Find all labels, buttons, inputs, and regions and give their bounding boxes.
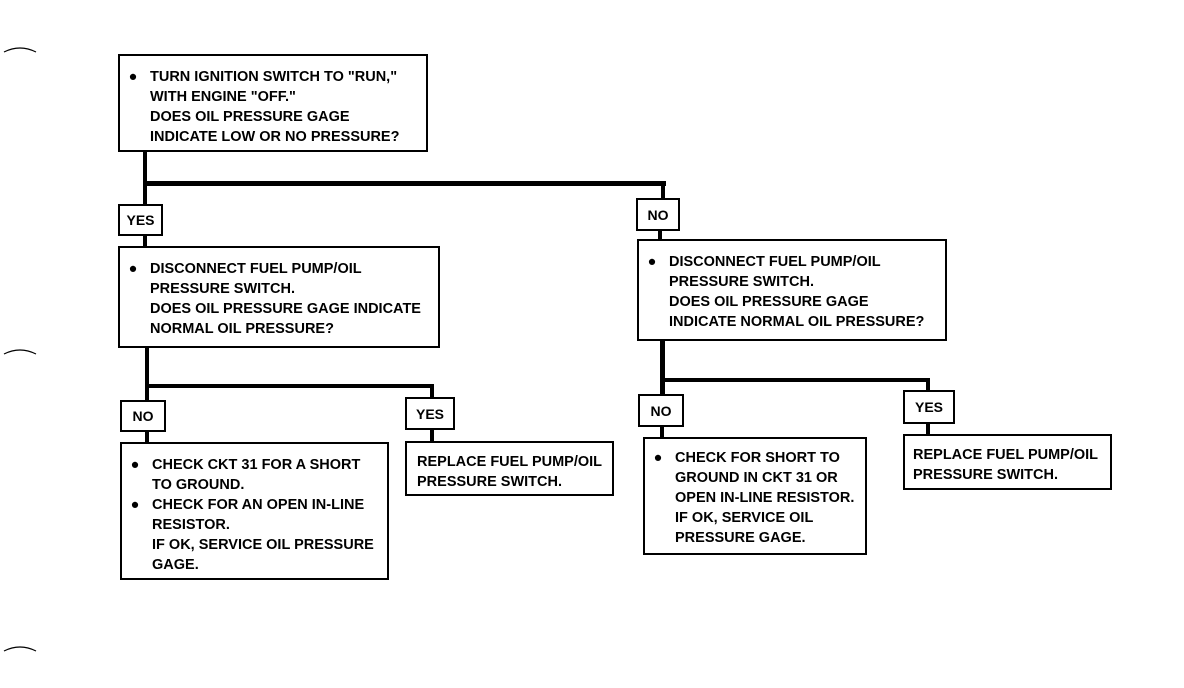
connector-line <box>660 378 930 382</box>
box-line: GROUND IN CKT 31 OR <box>645 468 865 488</box>
box-line: PRESSURE SWITCH. <box>407 472 612 492</box>
box-line: ● TURN IGNITION SWITCH TO "RUN," <box>120 67 426 87</box>
box-text: IF OK, SERVICE OIL PRESSURE <box>152 537 374 553</box>
connector-line <box>658 229 662 241</box>
box-line: DOES OIL PRESSURE GAGE INDICATE <box>120 299 438 319</box>
box-text: GAGE. <box>152 557 199 573</box>
connector-line <box>430 428 434 442</box>
box-text: PRESSURE GAGE. <box>675 530 806 546</box>
box-text: DISCONNECT FUEL PUMP/OIL <box>669 254 881 270</box>
bullet: ● <box>653 450 663 466</box>
right-question-box: ● DISCONNECT FUEL PUMP/OIL PRESSURE SWITC… <box>637 239 947 341</box>
right-no-action-box: ●CHECK FOR SHORT TO GROUND IN CKT 31 OR … <box>643 437 867 555</box>
box-text: DOES OIL PRESSURE GAGE <box>669 294 869 310</box>
box-line: ● DISCONNECT FUEL PUMP/OIL <box>120 259 438 279</box>
margin-mark <box>3 47 37 53</box>
box-line: IF OK, SERVICE OIL <box>645 508 865 528</box>
box-line: ● CHECK FOR AN OPEN IN-LINE <box>122 495 387 515</box>
yes-label-left: YES <box>405 397 455 430</box>
no-label-right: NO <box>638 394 684 427</box>
bullet: ● <box>130 457 140 473</box>
connector-line <box>926 378 930 392</box>
connector-line <box>145 384 434 388</box>
box-text: DISCONNECT FUEL PUMP/OIL <box>150 261 362 277</box>
bullet: ● <box>647 254 657 270</box>
box-line: GAGE. <box>122 555 387 575</box>
box-line: PRESSURE SWITCH. <box>120 279 438 299</box>
box-text: TO GROUND. <box>152 477 245 493</box>
box-text: GROUND IN CKT 31 OR <box>675 470 838 486</box>
box-line: INDICATE LOW OR NO PRESSURE? <box>120 127 426 147</box>
connector-line <box>660 425 664 439</box>
box-line: TO GROUND. <box>122 475 387 495</box>
box-line: REPLACE FUEL PUMP/OIL <box>905 445 1110 465</box>
yes-label-right: YES <box>903 390 955 424</box>
box-line: DOES OIL PRESSURE GAGE <box>639 292 945 312</box>
box-text: NORMAL OIL PRESSURE? <box>150 321 334 337</box>
box-line: ● CHECK CKT 31 FOR A SHORT <box>122 455 387 475</box>
box-line: ● DISCONNECT FUEL PUMP/OIL <box>639 252 945 272</box>
left-question-box: ● DISCONNECT FUEL PUMP/OIL PRESSURE SWITC… <box>118 246 440 348</box>
no-label-left: NO <box>120 400 166 432</box>
connector-line <box>661 181 665 199</box>
connector-line <box>145 346 149 402</box>
margin-mark <box>3 646 37 652</box>
no-label-main: NO <box>636 198 680 231</box>
box-text: RESISTOR. <box>152 517 230 533</box>
bullet: ● <box>128 69 138 85</box>
box-line: WITH ENGINE "OFF." <box>120 87 426 107</box>
box-text: IF OK, SERVICE OIL <box>675 510 814 526</box>
box-text: REPLACE FUEL PUMP/OIL <box>913 447 1099 463</box>
box-line: INDICATE NORMAL OIL PRESSURE? <box>639 312 945 332</box>
box-line: PRESSURE GAGE. <box>645 528 865 548</box>
connector-line <box>143 150 147 206</box>
connector-line <box>143 181 666 186</box>
box-text: CHECK FOR SHORT TO <box>675 450 840 466</box>
connector-line <box>145 430 149 444</box>
right-yes-action-box: REPLACE FUEL PUMP/OIL PRESSURE SWITCH. <box>903 434 1112 490</box>
box-text: WITH ENGINE "OFF." <box>150 89 296 105</box>
box-text: DOES OIL PRESSURE GAGE <box>150 109 350 125</box>
box-text: CHECK CKT 31 FOR A SHORT <box>152 457 361 473</box>
box-text: TURN IGNITION SWITCH TO "RUN," <box>150 69 398 85</box>
box-text: INDICATE LOW OR NO PRESSURE? <box>150 129 400 145</box>
box-text: PRESSURE SWITCH. <box>913 467 1059 483</box>
top-question-box: ● TURN IGNITION SWITCH TO "RUN," WITH ENG… <box>118 54 428 152</box>
box-text: REPLACE FUEL PUMP/OIL <box>417 454 603 470</box>
left-no-action-box: ● CHECK CKT 31 FOR A SHORT TO GROUND. ● CH… <box>120 442 389 580</box>
box-line: PRESSURE SWITCH. <box>905 465 1110 485</box>
box-text: PRESSURE SWITCH. <box>669 274 815 290</box>
box-text: INDICATE NORMAL OIL PRESSURE? <box>669 314 925 330</box>
box-text: OPEN IN-LINE RESISTOR. <box>675 490 855 506</box>
box-line: PRESSURE SWITCH. <box>639 272 945 292</box>
bullet: ● <box>130 497 140 513</box>
box-line: ● CHECK FOR SHORT TO <box>645 448 865 468</box>
box-text: PRESSURE SWITCH. <box>417 474 563 490</box>
connector-line <box>143 234 147 248</box>
box-line: IF OK, SERVICE OIL PRESSURE <box>122 535 387 555</box>
box-text: PRESSURE SWITCH. <box>150 281 296 297</box>
connector-line <box>430 384 434 398</box>
yes-label-main: YES <box>118 204 163 236</box>
box-text: CHECK FOR AN OPEN IN-LINE <box>152 497 365 513</box>
box-line: OPEN IN-LINE RESISTOR. <box>645 488 865 508</box>
box-line: REPLACE FUEL PUMP/OIL <box>407 452 612 472</box>
box-text: DOES OIL PRESSURE GAGE INDICATE <box>150 301 421 317</box>
box-line: DOES OIL PRESSURE GAGE <box>120 107 426 127</box>
margin-mark <box>3 349 37 355</box>
box-line: NORMAL OIL PRESSURE? <box>120 319 438 339</box>
box-line: RESISTOR. <box>122 515 387 535</box>
bullet: ● <box>128 261 138 277</box>
connector-line <box>926 422 930 436</box>
left-yes-action-box: REPLACE FUEL PUMP/OIL PRESSURE SWITCH. <box>405 441 614 496</box>
connector-line <box>660 340 665 396</box>
